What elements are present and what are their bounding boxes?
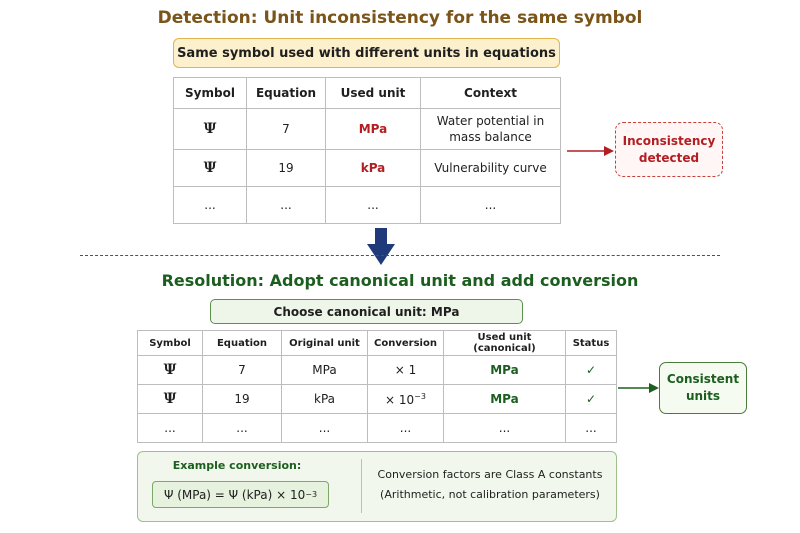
- conversion-cell: × 10−3: [367, 384, 444, 414]
- note-line-2: (Arithmetic, not calibration parameters): [380, 488, 600, 501]
- canonical-unit-cell: ...: [443, 413, 566, 443]
- detection-table: Symbol Equation Used unit Context Ψ 7 MP…: [173, 77, 561, 224]
- check-icon: ✓: [565, 384, 617, 414]
- header-equation: Equation: [202, 330, 282, 356]
- table-row: Ψ 19 kPa Vulnerability curve: [173, 149, 561, 187]
- original-unit-cell: MPa: [281, 355, 368, 385]
- table-row: ... ... ... ...: [173, 186, 561, 224]
- symbol-cell: Ψ: [173, 149, 247, 187]
- table-row: Ψ 7 MPa × 1 MPa ✓: [137, 355, 617, 385]
- symbol-cell: ...: [173, 186, 247, 224]
- symbol-cell: Ψ: [137, 355, 203, 385]
- header-context: Context: [420, 77, 561, 109]
- conversion-cell: × 1: [367, 355, 444, 385]
- check-icon: ✓: [565, 355, 617, 385]
- detection-banner: Same symbol used with different units in…: [173, 38, 560, 68]
- formula-exponent: −3: [305, 490, 318, 499]
- symbol-cell: Ψ: [137, 384, 203, 414]
- context-cell: ...: [420, 186, 561, 224]
- header-conversion: Conversion: [367, 330, 444, 356]
- original-unit-cell: kPa: [281, 384, 368, 414]
- header-symbol: Symbol: [137, 330, 203, 356]
- detection-title: Detection: Unit inconsistency for the sa…: [157, 8, 643, 28]
- symbol-cell: Ψ: [173, 108, 247, 150]
- header-symbol: Symbol: [173, 77, 247, 109]
- equation-cell: 19: [246, 149, 326, 187]
- equation-cell: 7: [202, 355, 282, 385]
- note-line-1: Conversion factors are Class A constants: [377, 468, 603, 481]
- header-original-unit: Original unit: [281, 330, 368, 356]
- resolution-title: Resolution: Adopt canonical unit and add…: [161, 271, 639, 290]
- right-arrow-icon: [567, 146, 614, 156]
- panel-divider: [361, 459, 362, 513]
- formula-text: Ψ (MPa) = Ψ (kPa) × 10: [163, 487, 306, 502]
- context-cell: Water potential in mass balance: [420, 108, 561, 150]
- down-arrow-icon: [367, 228, 395, 265]
- original-unit-cell: ...: [281, 413, 368, 443]
- example-formula: Ψ (MPa) = Ψ (kPa) × 10−3: [152, 481, 329, 508]
- context-cell: Vulnerability curve: [420, 149, 561, 187]
- equation-cell: ...: [246, 186, 326, 224]
- conversion-cell: ...: [367, 413, 444, 443]
- status-cell: ...: [565, 413, 617, 443]
- conversion-note: Conversion factors are Class A constants…: [370, 465, 610, 505]
- unit-cell: ...: [325, 186, 421, 224]
- table-header-row: Symbol Equation Used unit Context: [173, 77, 561, 109]
- header-equation: Equation: [246, 77, 326, 109]
- canonical-unit-cell: MPa: [443, 355, 566, 385]
- header-used-unit: Used unit: [325, 77, 421, 109]
- unit-cell: kPa: [325, 149, 421, 187]
- table-row: ... ... ... ... ... ...: [137, 413, 617, 443]
- inconsistency-badge: Inconsistency detected: [615, 122, 723, 177]
- header-status: Status: [565, 330, 617, 356]
- header-canonical-unit: Used unit (canonical): [443, 330, 566, 356]
- right-arrow-icon: [618, 383, 659, 393]
- example-label: Example conversion:: [172, 459, 302, 472]
- canonical-unit-cell: MPa: [443, 384, 566, 414]
- conversion-factor: × 10: [385, 392, 415, 407]
- table-row: Ψ 7 MPa Water potential in mass balance: [173, 108, 561, 150]
- consistent-badge: Consistent units: [659, 362, 747, 414]
- symbol-cell: ...: [137, 413, 203, 443]
- unit-cell: MPa: [325, 108, 421, 150]
- resolution-table: Symbol Equation Original unit Conversion…: [137, 330, 617, 443]
- equation-cell: 7: [246, 108, 326, 150]
- equation-cell: 19: [202, 384, 282, 414]
- table-header-row: Symbol Equation Original unit Conversion…: [137, 330, 617, 356]
- equation-cell: ...: [202, 413, 282, 443]
- section-divider: [80, 255, 720, 256]
- conversion-exponent: −3: [414, 391, 426, 401]
- table-row: Ψ 19 kPa × 10−3 MPa ✓: [137, 384, 617, 414]
- resolution-banner: Choose canonical unit: MPa: [210, 299, 523, 324]
